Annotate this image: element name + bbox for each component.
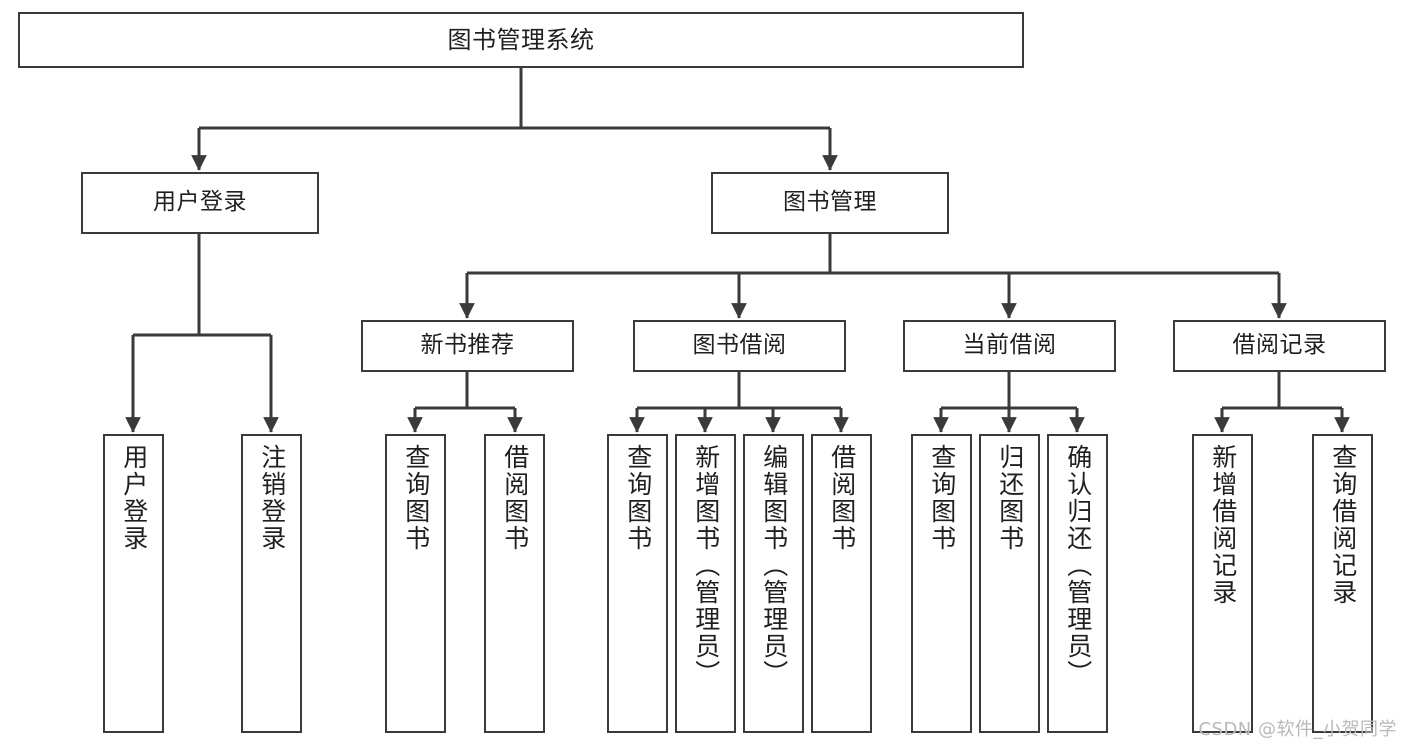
node-label: 查询图书 xyxy=(927,444,957,552)
leaf-query-book-current[interactable]: 查询图书 xyxy=(911,434,972,733)
node-label: 当前借阅 xyxy=(962,332,1057,359)
node-label: 借阅图书 xyxy=(500,444,530,552)
leaf-return-book[interactable]: 归还图书 xyxy=(979,434,1040,733)
node-label: 注销登录 xyxy=(257,444,287,552)
node-book-borrow[interactable]: 图书借阅 xyxy=(633,320,846,372)
leaf-query-book-borrow[interactable]: 查询图书 xyxy=(607,434,668,733)
node-user-login[interactable]: 用户登录 xyxy=(81,172,319,234)
node-label: 图书管理系统 xyxy=(447,25,595,54)
leaf-borrow-book[interactable]: 借阅图书 xyxy=(811,434,872,733)
node-current-borrow[interactable]: 当前借阅 xyxy=(903,320,1116,372)
node-label: 查询借阅记录 xyxy=(1328,444,1358,606)
leaf-query-book-recommend[interactable]: 查询图书 xyxy=(385,434,446,733)
node-borrow-record[interactable]: 借阅记录 xyxy=(1173,320,1386,372)
node-label: 新增借阅记录 xyxy=(1208,444,1238,606)
node-label: 查询图书 xyxy=(401,444,431,552)
node-label: 新书推荐 xyxy=(420,332,515,359)
leaf-borrow-book-recommend[interactable]: 借阅图书 xyxy=(484,434,545,733)
node-new-book-recommend[interactable]: 新书推荐 xyxy=(361,320,574,372)
node-label: 借阅记录 xyxy=(1232,332,1327,359)
node-label: 新增图书（管理员） xyxy=(691,444,721,687)
node-book-management[interactable]: 图书管理 xyxy=(711,172,949,234)
node-label: 归还图书 xyxy=(995,444,1025,552)
leaf-confirm-return-admin[interactable]: 确认归还（管理员） xyxy=(1047,434,1108,733)
leaf-user-login[interactable]: 用户登录 xyxy=(103,434,164,733)
watermark-text: CSDN @软件_小贺同学 xyxy=(1198,719,1397,740)
node-label: 用户登录 xyxy=(119,444,149,552)
leaf-query-borrow-record[interactable]: 查询借阅记录 xyxy=(1312,434,1373,733)
node-label: 借阅图书 xyxy=(827,444,857,552)
node-label: 确认归还（管理员） xyxy=(1063,444,1093,687)
node-label: 图书管理 xyxy=(783,189,877,216)
leaf-add-book-admin[interactable]: 新增图书（管理员） xyxy=(675,434,736,733)
leaf-add-borrow-record[interactable]: 新增借阅记录 xyxy=(1192,434,1253,733)
leaf-edit-book-admin[interactable]: 编辑图书（管理员） xyxy=(743,434,804,733)
node-root-book-management-system[interactable]: 图书管理系统 xyxy=(18,12,1024,68)
node-label: 编辑图书（管理员） xyxy=(759,444,789,687)
leaf-logout-login[interactable]: 注销登录 xyxy=(241,434,302,733)
node-label: 图书借阅 xyxy=(692,332,787,359)
node-label: 查询图书 xyxy=(623,444,653,552)
node-label: 用户登录 xyxy=(153,189,247,216)
